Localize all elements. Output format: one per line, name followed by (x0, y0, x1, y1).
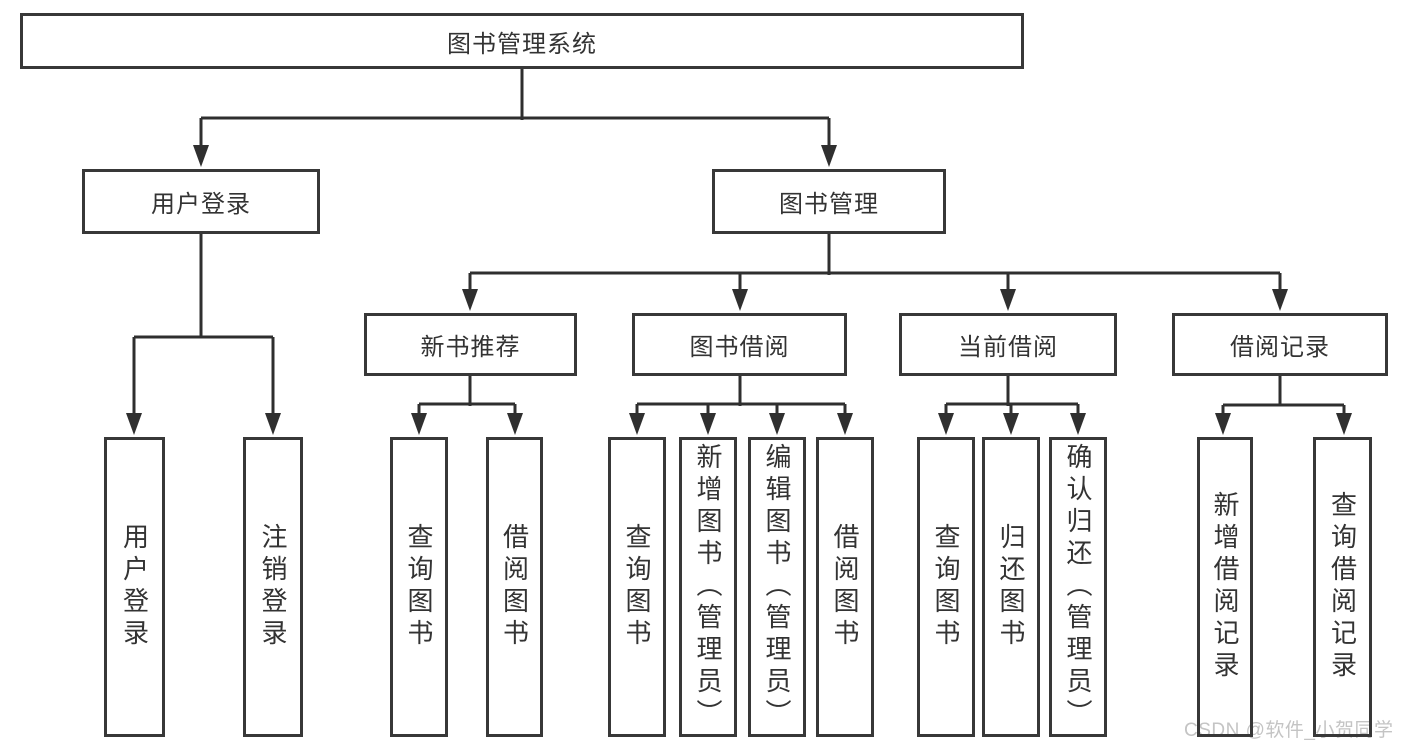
leaf-bb-add-books-admin-label: 新增图书（管理员） (693, 443, 723, 731)
leaf-br-add-borrow-record-label: 新增借阅记录 (1210, 491, 1240, 683)
node-library-management-system: 图书管理系统 (20, 13, 1024, 69)
leaf-logout-login-label: 注销登录 (258, 523, 288, 651)
node-current-borrowing: 当前借阅 (899, 313, 1117, 376)
leaf-cb-return-books-label: 归还图书 (996, 523, 1026, 651)
leaf-br-query-borrow-record: 查询借阅记录 (1313, 437, 1372, 737)
leaf-logout-login: 注销登录 (243, 437, 303, 737)
leaf-bb-query-books-label: 查询图书 (622, 523, 652, 651)
leaf-bb-add-books-admin: 新增图书（管理员） (679, 437, 737, 737)
leaf-bb-edit-books-admin: 编辑图书（管理员） (748, 437, 806, 737)
node-book-borrowing: 图书借阅 (632, 313, 847, 376)
node-user-login: 用户登录 (82, 169, 320, 234)
leaf-user-login-label: 用户登录 (119, 523, 150, 651)
arrowhead (411, 413, 427, 435)
arrowhead (1336, 413, 1352, 435)
arrowhead (265, 413, 281, 435)
arrowhead (837, 413, 853, 435)
arrowhead (700, 413, 716, 435)
arrowhead (1003, 413, 1019, 435)
leaf-cb-return-books: 归还图书 (982, 437, 1040, 737)
leaf-nbr-query-books: 查询图书 (390, 437, 448, 737)
node-book-management: 图书管理 (712, 169, 946, 234)
leaf-bb-edit-books-admin-label: 编辑图书（管理员） (762, 443, 792, 731)
leaf-cb-confirm-return-admin-label: 确认归还（管理员） (1063, 443, 1093, 731)
arrowhead (126, 413, 142, 435)
leaf-cb-query-books-label: 查询图书 (931, 523, 961, 651)
arrowhead (462, 289, 478, 311)
arrowhead (1215, 413, 1231, 435)
arrowhead (1272, 289, 1288, 311)
leaf-nbr-query-books-label: 查询图书 (404, 523, 434, 651)
leaf-bb-query-books: 查询图书 (608, 437, 666, 737)
leaf-user-login: 用户登录 (104, 437, 165, 737)
arrowhead (193, 145, 209, 167)
leaf-bb-borrow-books: 借阅图书 (816, 437, 874, 737)
connector-arrowheads (126, 145, 1352, 435)
arrowhead (732, 289, 748, 311)
leaf-bb-borrow-books-label: 借阅图书 (830, 523, 860, 651)
arrowhead (507, 413, 523, 435)
leaf-cb-query-books: 查询图书 (917, 437, 975, 737)
leaf-br-add-borrow-record: 新增借阅记录 (1197, 437, 1253, 737)
node-borrowing-records: 借阅记录 (1172, 313, 1388, 376)
leaf-cb-confirm-return-admin: 确认归还（管理员） (1049, 437, 1107, 737)
arrowhead (769, 413, 785, 435)
leaf-nbr-borrow-books-label: 借阅图书 (499, 523, 530, 651)
leaf-nbr-borrow-books: 借阅图书 (486, 437, 543, 737)
leaf-br-query-borrow-record-label: 查询借阅记录 (1327, 491, 1358, 683)
arrowhead (938, 413, 954, 435)
arrowhead (821, 145, 837, 167)
arrowhead (1000, 289, 1016, 311)
arrowhead (629, 413, 645, 435)
node-new-book-recommendation: 新书推荐 (364, 313, 577, 376)
arrowhead (1070, 413, 1086, 435)
